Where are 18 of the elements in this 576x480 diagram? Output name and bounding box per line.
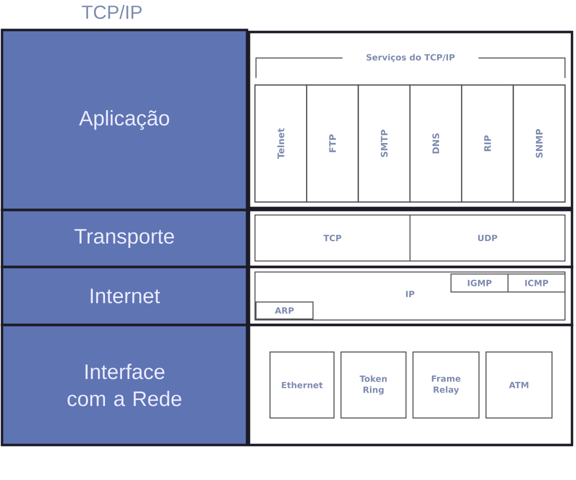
protocol-box: DNS (409, 84, 462, 203)
protocol-box: Frame Relay (412, 352, 480, 418)
protocol-box: SNMP (512, 84, 566, 203)
protocol-box: ICMP (508, 274, 566, 292)
layer-band: Internet (0, 266, 248, 326)
protocol-box: ARP (256, 302, 314, 320)
title: TCP/IP (82, 5, 142, 19)
protocol-box: Token Ring (340, 352, 406, 418)
protocol-box: TCP (254, 214, 410, 262)
protocol-box: Ethernet (270, 352, 334, 418)
layer-band: Transporte (0, 208, 248, 268)
protocol-box: IGMP (450, 274, 508, 292)
protocol-box: UDP (410, 214, 566, 262)
protocol-box: ATM (486, 352, 552, 418)
protocol-box: FTP (306, 84, 359, 203)
protocol-box: SMTP (358, 84, 411, 203)
protocol-box: Telnet (254, 84, 308, 203)
protocol-box: RIP (461, 84, 514, 203)
